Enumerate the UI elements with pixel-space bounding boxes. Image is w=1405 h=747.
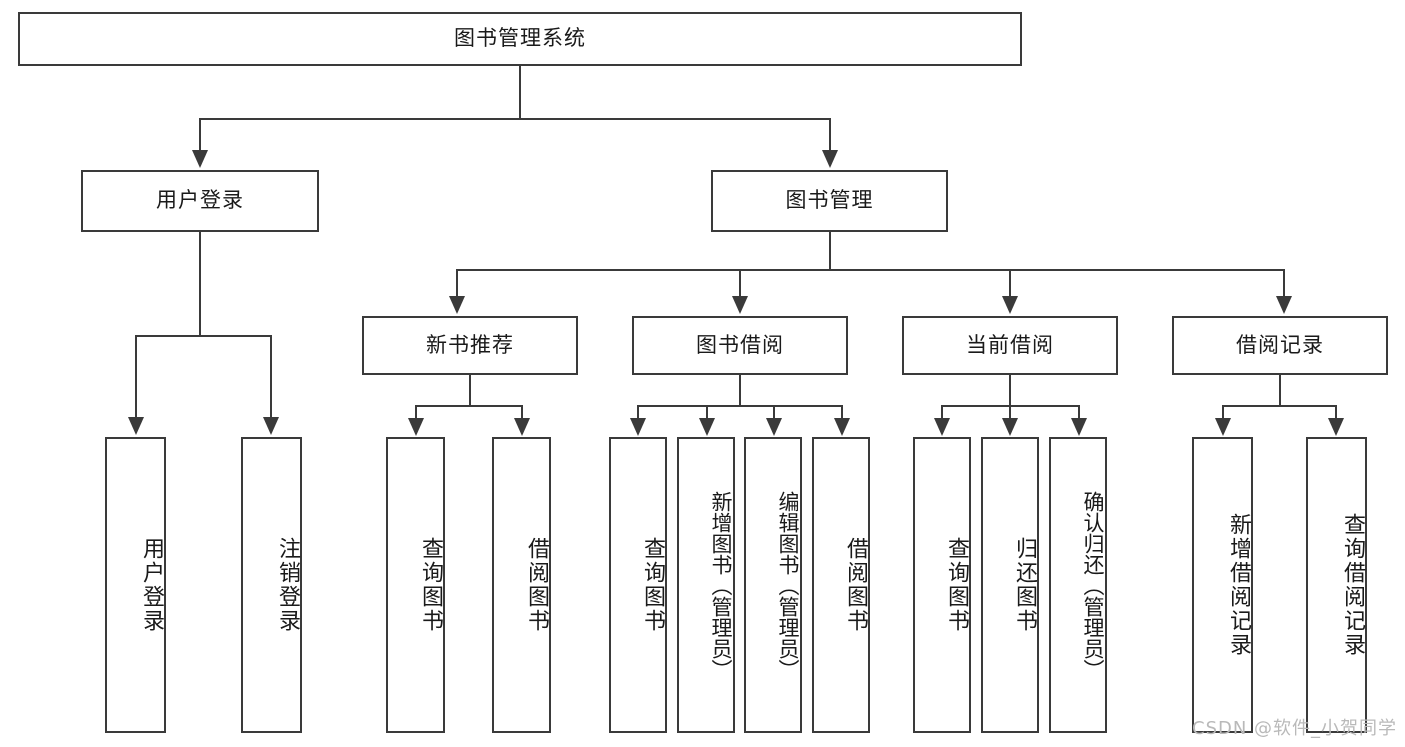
connector-current-stem (1009, 375, 1011, 405)
arrow-to-leaf-add-record (1215, 418, 1231, 436)
node-current-borrow[interactable]: 当前借阅 (902, 316, 1118, 375)
leaf-query-book-borrow[interactable]: 查询图书 (609, 437, 667, 733)
node-label: 查询借阅记录 (1340, 513, 1365, 657)
leaf-user-login[interactable]: 用户登录 (105, 437, 166, 733)
arrow-to-leaf-query-record (1328, 418, 1344, 436)
arrow-to-leaf-logout (263, 417, 279, 435)
connector-level3-drop-3 (1009, 269, 1011, 298)
leaf-logout[interactable]: 注销登录 (241, 437, 302, 733)
connector-record-drop-1 (1222, 405, 1224, 420)
node-label: 归还图书 (1012, 537, 1037, 633)
node-label: 用户登录 (139, 537, 164, 633)
node-label: 借阅图书 (524, 537, 549, 633)
connector-recommend-drop-1 (415, 405, 417, 420)
connector-borrow-stem (739, 375, 741, 405)
node-label: 编辑图书（管理员） (776, 490, 800, 680)
connector-user-login-drop-2 (270, 335, 272, 419)
connector-record-stem (1279, 375, 1281, 405)
csdn-watermark: CSDN @软件_小贺同学 (1192, 714, 1397, 740)
connector-recommend-drop-2 (521, 405, 523, 420)
node-label: 新增图书（管理员） (709, 490, 733, 680)
leaf-borrow-book-borrow[interactable]: 借阅图书 (812, 437, 870, 733)
leaf-add-borrow-record[interactable]: 新增借阅记录 (1192, 437, 1253, 733)
node-borrow-record[interactable]: 借阅记录 (1172, 316, 1388, 375)
connector-borrow-bar (637, 405, 843, 407)
connector-record-drop-2 (1335, 405, 1337, 420)
node-label: 图书管理系统 (454, 26, 586, 51)
node-label: 借阅图书 (843, 537, 868, 633)
arrow-to-book-management (822, 150, 838, 168)
connector-level3-drop-4 (1283, 269, 1285, 298)
connector-current-drop-2 (1009, 405, 1011, 420)
connector-level2-drop-left (199, 118, 201, 152)
node-root-system[interactable]: 图书管理系统 (18, 12, 1022, 66)
connector-book-mgmt-stem (829, 232, 831, 269)
node-label: 确认归还（管理员） (1081, 490, 1105, 680)
connector-recommend-bar (415, 405, 523, 407)
node-label: 查询图书 (418, 537, 443, 633)
arrow-to-leaf-confirm-return (1071, 418, 1087, 436)
node-label: 注销登录 (275, 537, 300, 633)
node-label: 借阅记录 (1236, 332, 1324, 357)
node-book-management[interactable]: 图书管理 (711, 170, 948, 232)
connector-borrow-drop-4 (841, 405, 843, 420)
node-label: 图书借阅 (696, 332, 784, 357)
node-new-book-recommend[interactable]: 新书推荐 (362, 316, 578, 375)
arrow-to-leaf-query-book-1 (408, 418, 424, 436)
leaf-edit-book-admin[interactable]: 编辑图书（管理员） (744, 437, 802, 733)
connector-level3-drop-2 (739, 269, 741, 298)
connector-current-drop-1 (941, 405, 943, 420)
arrow-to-leaf-query-book-2 (630, 418, 646, 436)
connector-level3-drop-1 (456, 269, 458, 298)
connector-user-login-drop-1 (135, 335, 137, 419)
leaf-add-book-admin[interactable]: 新增图书（管理员） (677, 437, 735, 733)
node-book-borrow[interactable]: 图书借阅 (632, 316, 848, 375)
node-user-login[interactable]: 用户登录 (81, 170, 319, 232)
connector-level3-bar (456, 269, 1285, 271)
connector-level2-bar (199, 118, 831, 120)
connector-borrow-drop-2 (706, 405, 708, 420)
arrow-to-user-login (192, 150, 208, 168)
connector-user-login-stem (199, 232, 201, 335)
connector-level2-drop-right (829, 118, 831, 152)
arrow-to-book-borrow (732, 296, 748, 314)
arrow-to-current-borrow (1002, 296, 1018, 314)
arrow-to-leaf-edit-book (766, 418, 782, 436)
connector-root-stem (519, 66, 521, 118)
leaf-confirm-return-admin[interactable]: 确认归还（管理员） (1049, 437, 1107, 733)
node-label: 当前借阅 (966, 332, 1054, 357)
leaf-query-borrow-record[interactable]: 查询借阅记录 (1306, 437, 1367, 733)
leaf-query-book-recommend[interactable]: 查询图书 (386, 437, 445, 733)
arrow-to-leaf-add-book (699, 418, 715, 436)
connector-recommend-stem (469, 375, 471, 405)
node-label: 图书管理 (785, 188, 874, 213)
connector-user-login-bar (135, 335, 271, 337)
leaf-query-book-current[interactable]: 查询图书 (913, 437, 971, 733)
node-label: 新书推荐 (426, 332, 514, 357)
arrow-to-leaf-return-book (1002, 418, 1018, 436)
leaf-return-book[interactable]: 归还图书 (981, 437, 1039, 733)
arrow-to-new-book-recommend (449, 296, 465, 314)
node-label: 查询图书 (640, 537, 665, 633)
arrow-to-leaf-borrow-book-2 (834, 418, 850, 436)
leaf-borrow-book-recommend[interactable]: 借阅图书 (492, 437, 551, 733)
node-label: 用户登录 (156, 188, 244, 213)
arrow-to-leaf-borrow-book-1 (514, 418, 530, 436)
connector-borrow-drop-1 (637, 405, 639, 420)
watermark-text: CSDN @软件_小贺同学 (1192, 718, 1398, 739)
connector-record-bar (1222, 405, 1337, 407)
node-label: 查询图书 (944, 537, 969, 633)
connector-borrow-drop-3 (773, 405, 775, 420)
connector-current-drop-3 (1078, 405, 1080, 420)
node-label: 新增借阅记录 (1226, 513, 1251, 657)
arrow-to-borrow-record (1276, 296, 1292, 314)
arrow-to-leaf-query-book-3 (934, 418, 950, 436)
arrow-to-leaf-user-login (128, 417, 144, 435)
